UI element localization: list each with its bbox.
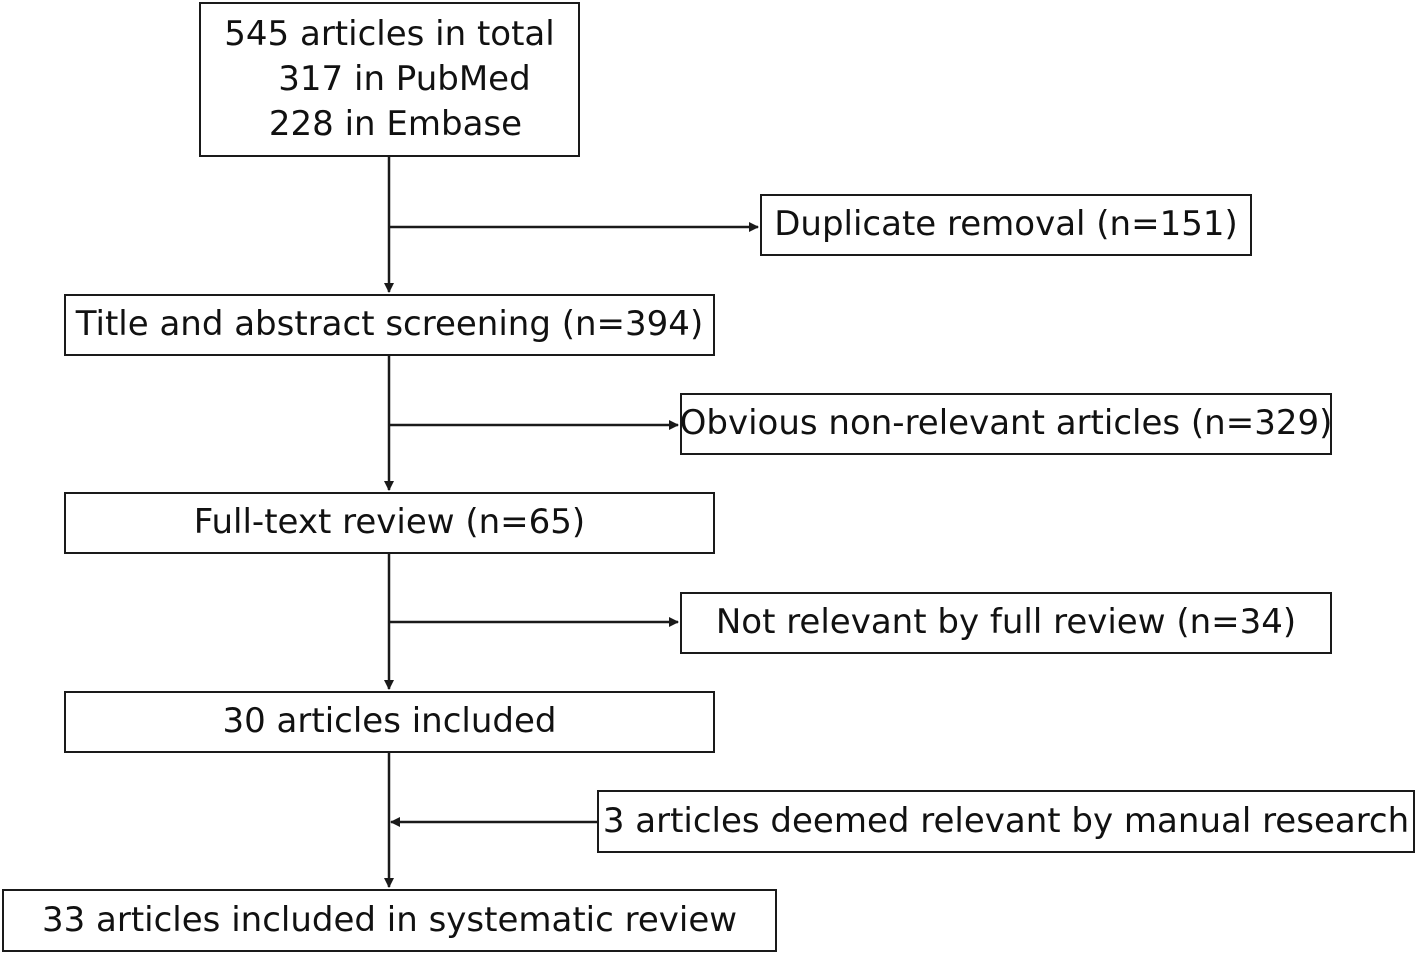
- total-articles-text: 545 articles in total: [224, 13, 555, 54]
- articles-included-box: 30 articles included: [64, 691, 715, 753]
- manual-research-box: 3 articles deemed relevant by manual res…: [597, 790, 1415, 853]
- not-relevant-full-review-text: Not relevant by full review (n=34): [715, 602, 1297, 643]
- identification-box: 545 articles in total 317 in PubMed 228 …: [199, 2, 580, 157]
- full-text-review-text: Full-text review (n=65): [193, 502, 586, 543]
- pubmed-count-text: 317 in PubMed: [278, 58, 531, 99]
- obvious-non-relevant-box: Obvious non-relevant articles (n=329): [680, 393, 1332, 455]
- full-text-review-box: Full-text review (n=65): [64, 492, 715, 554]
- title-abstract-screening-box: Title and abstract screening (n=394): [64, 294, 715, 356]
- duplicate-removal-text: Duplicate removal (n=151): [774, 204, 1238, 245]
- not-relevant-full-review-box: Not relevant by full review (n=34): [680, 592, 1332, 654]
- articles-included-text: 30 articles included: [222, 701, 557, 742]
- final-included-box: 33 articles included in systematic revie…: [2, 889, 777, 952]
- embase-count-text: 228 in Embase: [268, 104, 523, 145]
- duplicate-removal-box: Duplicate removal (n=151): [760, 194, 1252, 256]
- title-abstract-screening-text: Title and abstract screening (n=394): [75, 304, 704, 345]
- final-included-text: 33 articles included in systematic revie…: [41, 899, 738, 940]
- manual-research-text: 3 articles deemed relevant by manual res…: [602, 800, 1410, 841]
- obvious-non-relevant-text: Obvious non-relevant articles (n=329): [679, 403, 1333, 444]
